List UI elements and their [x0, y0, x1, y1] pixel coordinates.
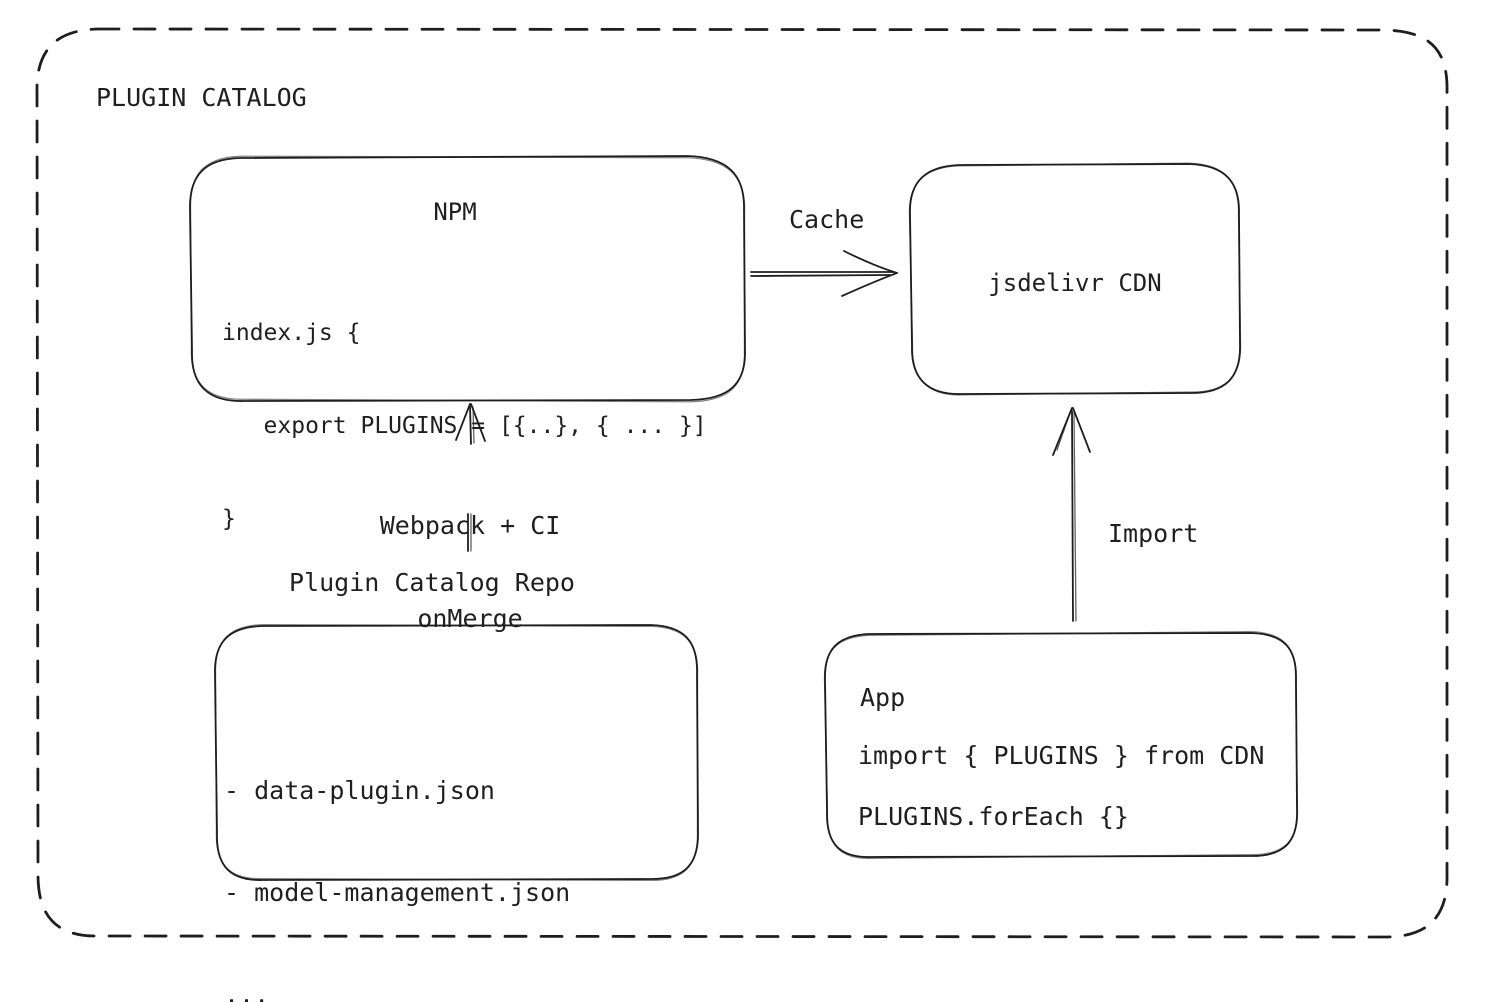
build-arrow [455, 403, 486, 552]
app-box-title: App [860, 683, 906, 712]
npm-code-line: } [222, 506, 236, 532]
import-arrow [1052, 407, 1091, 622]
plugin-catalog-frame [35, 27, 1449, 939]
repo-file-item: ... [224, 980, 270, 1002]
npm-code-line: export PLUGINS = [{..}, { ... }] [222, 413, 707, 439]
repo-file-item: - data-plugin.json [224, 776, 495, 805]
build-arrow-label-line1: Webpack + CI [379, 511, 561, 540]
cdn-box-shape [908, 162, 1242, 396]
repo-box-shape [214, 623, 699, 882]
repo-file-list: - data-plugin.json - model-management.js… [224, 706, 570, 1002]
repo-box-label: Plugin Catalog Repo [289, 568, 575, 597]
npm-code-block: index.js { export PLUGINS = [{..}, { ...… [222, 256, 707, 597]
npm-box-shape [189, 155, 746, 403]
frame-title: PLUGIN CATALOG [96, 83, 307, 112]
cdn-box-label: jsdelivr CDN [988, 269, 1162, 297]
npm-code-line: index.js { [222, 320, 361, 346]
npm-box-title: NPM [433, 198, 477, 226]
build-arrow-label: Webpack + CI onMerge [340, 448, 600, 696]
app-code-line: import { PLUGINS } from CDN [858, 741, 1265, 770]
import-arrow-label: Import [1108, 519, 1199, 548]
repo-file-item: - model-management.json [224, 878, 571, 907]
build-arrow-label-line2: onMerge [417, 604, 523, 633]
cache-arrow [750, 250, 898, 297]
app-code-line: PLUGINS.forEach {} [858, 802, 1129, 831]
app-box-shape [823, 631, 1299, 859]
cache-arrow-label: Cache [789, 205, 865, 234]
